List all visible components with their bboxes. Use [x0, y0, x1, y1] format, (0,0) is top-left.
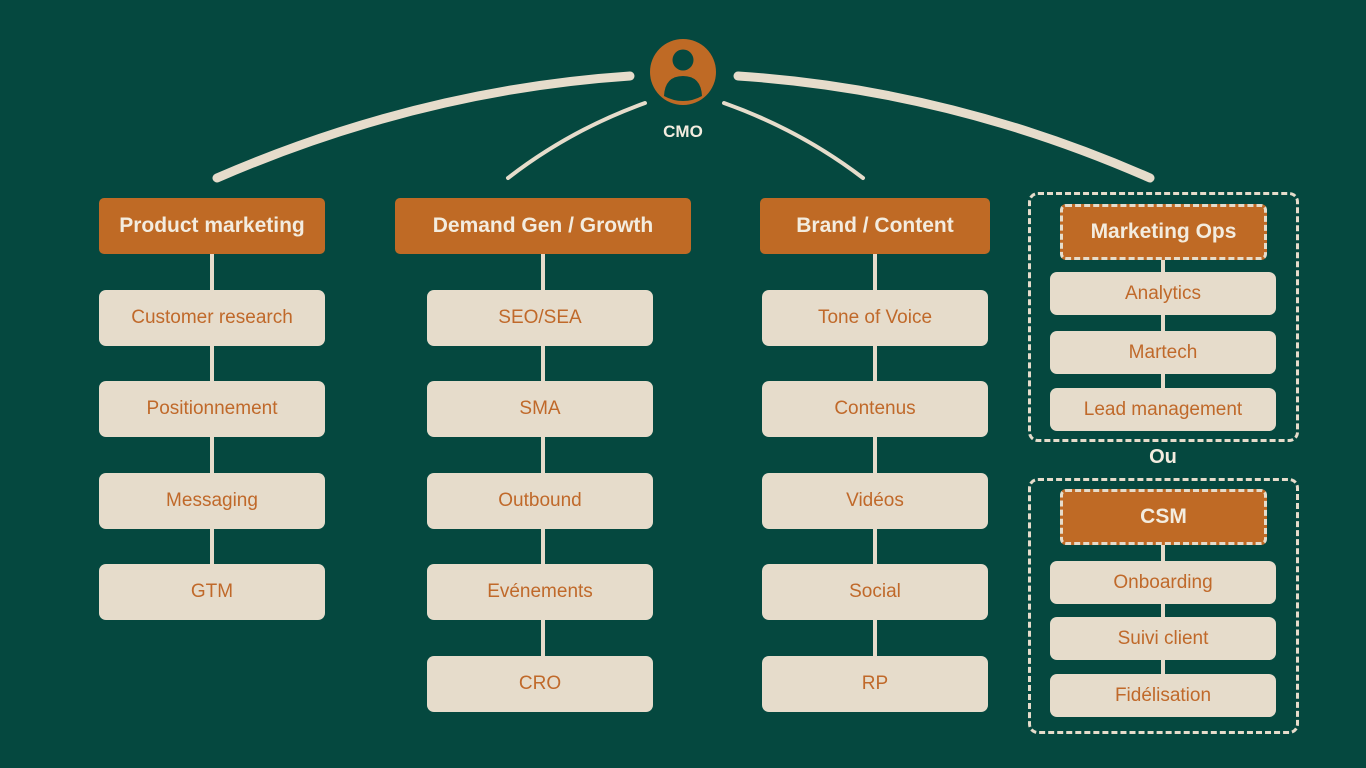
separator-ou: Ou [1149, 446, 1177, 468]
head-product-marketing: Product marketing [99, 198, 325, 254]
head-brand-content: Brand / Content [760, 198, 990, 254]
item-videos: Vidéos [762, 473, 988, 529]
head-demand-gen-growth: Demand Gen / Growth [395, 198, 691, 254]
head-marketing-ops: Marketing Ops [1060, 204, 1267, 260]
item-seo-sea: SEO/SEA [427, 290, 653, 346]
connector-curve-brand [722, 101, 865, 180]
group-1-connector [1161, 258, 1165, 390]
item-fidelisation: Fidélisation [1050, 674, 1276, 717]
group-csm [1028, 478, 1299, 734]
item-lead-management: Lead management [1050, 388, 1276, 431]
item-evenements: Evénements [427, 564, 653, 620]
group-2-connector [1161, 543, 1165, 677]
item-gtm: GTM [99, 564, 325, 620]
head-csm: CSM [1060, 489, 1267, 545]
item-suivi-client: Suivi client [1050, 617, 1276, 660]
item-customer-research: Customer research [99, 290, 325, 346]
connector-curve-product-marketing [212, 71, 635, 183]
item-sma: SMA [427, 381, 653, 437]
cmo-label: CMO [663, 122, 703, 141]
column-2-connector [541, 254, 545, 658]
user-avatar-icon [650, 39, 716, 105]
item-tone-of-voice: Tone of Voice [762, 290, 988, 346]
connector-curve-demand-gen [506, 101, 647, 180]
item-rp: RP [762, 656, 988, 712]
item-onboarding: Onboarding [1050, 561, 1276, 604]
item-cro: CRO [427, 656, 653, 712]
item-outbound: Outbound [427, 473, 653, 529]
group-marketing-ops [1028, 192, 1299, 442]
item-social: Social [762, 564, 988, 620]
item-analytics: Analytics [1050, 272, 1276, 315]
item-martech: Martech [1050, 331, 1276, 374]
connector-curve-ops [733, 71, 1155, 183]
item-positionnement: Positionnement [99, 381, 325, 437]
column-3-connector [873, 254, 877, 658]
item-contenus: Contenus [762, 381, 988, 437]
item-messaging: Messaging [99, 473, 325, 529]
